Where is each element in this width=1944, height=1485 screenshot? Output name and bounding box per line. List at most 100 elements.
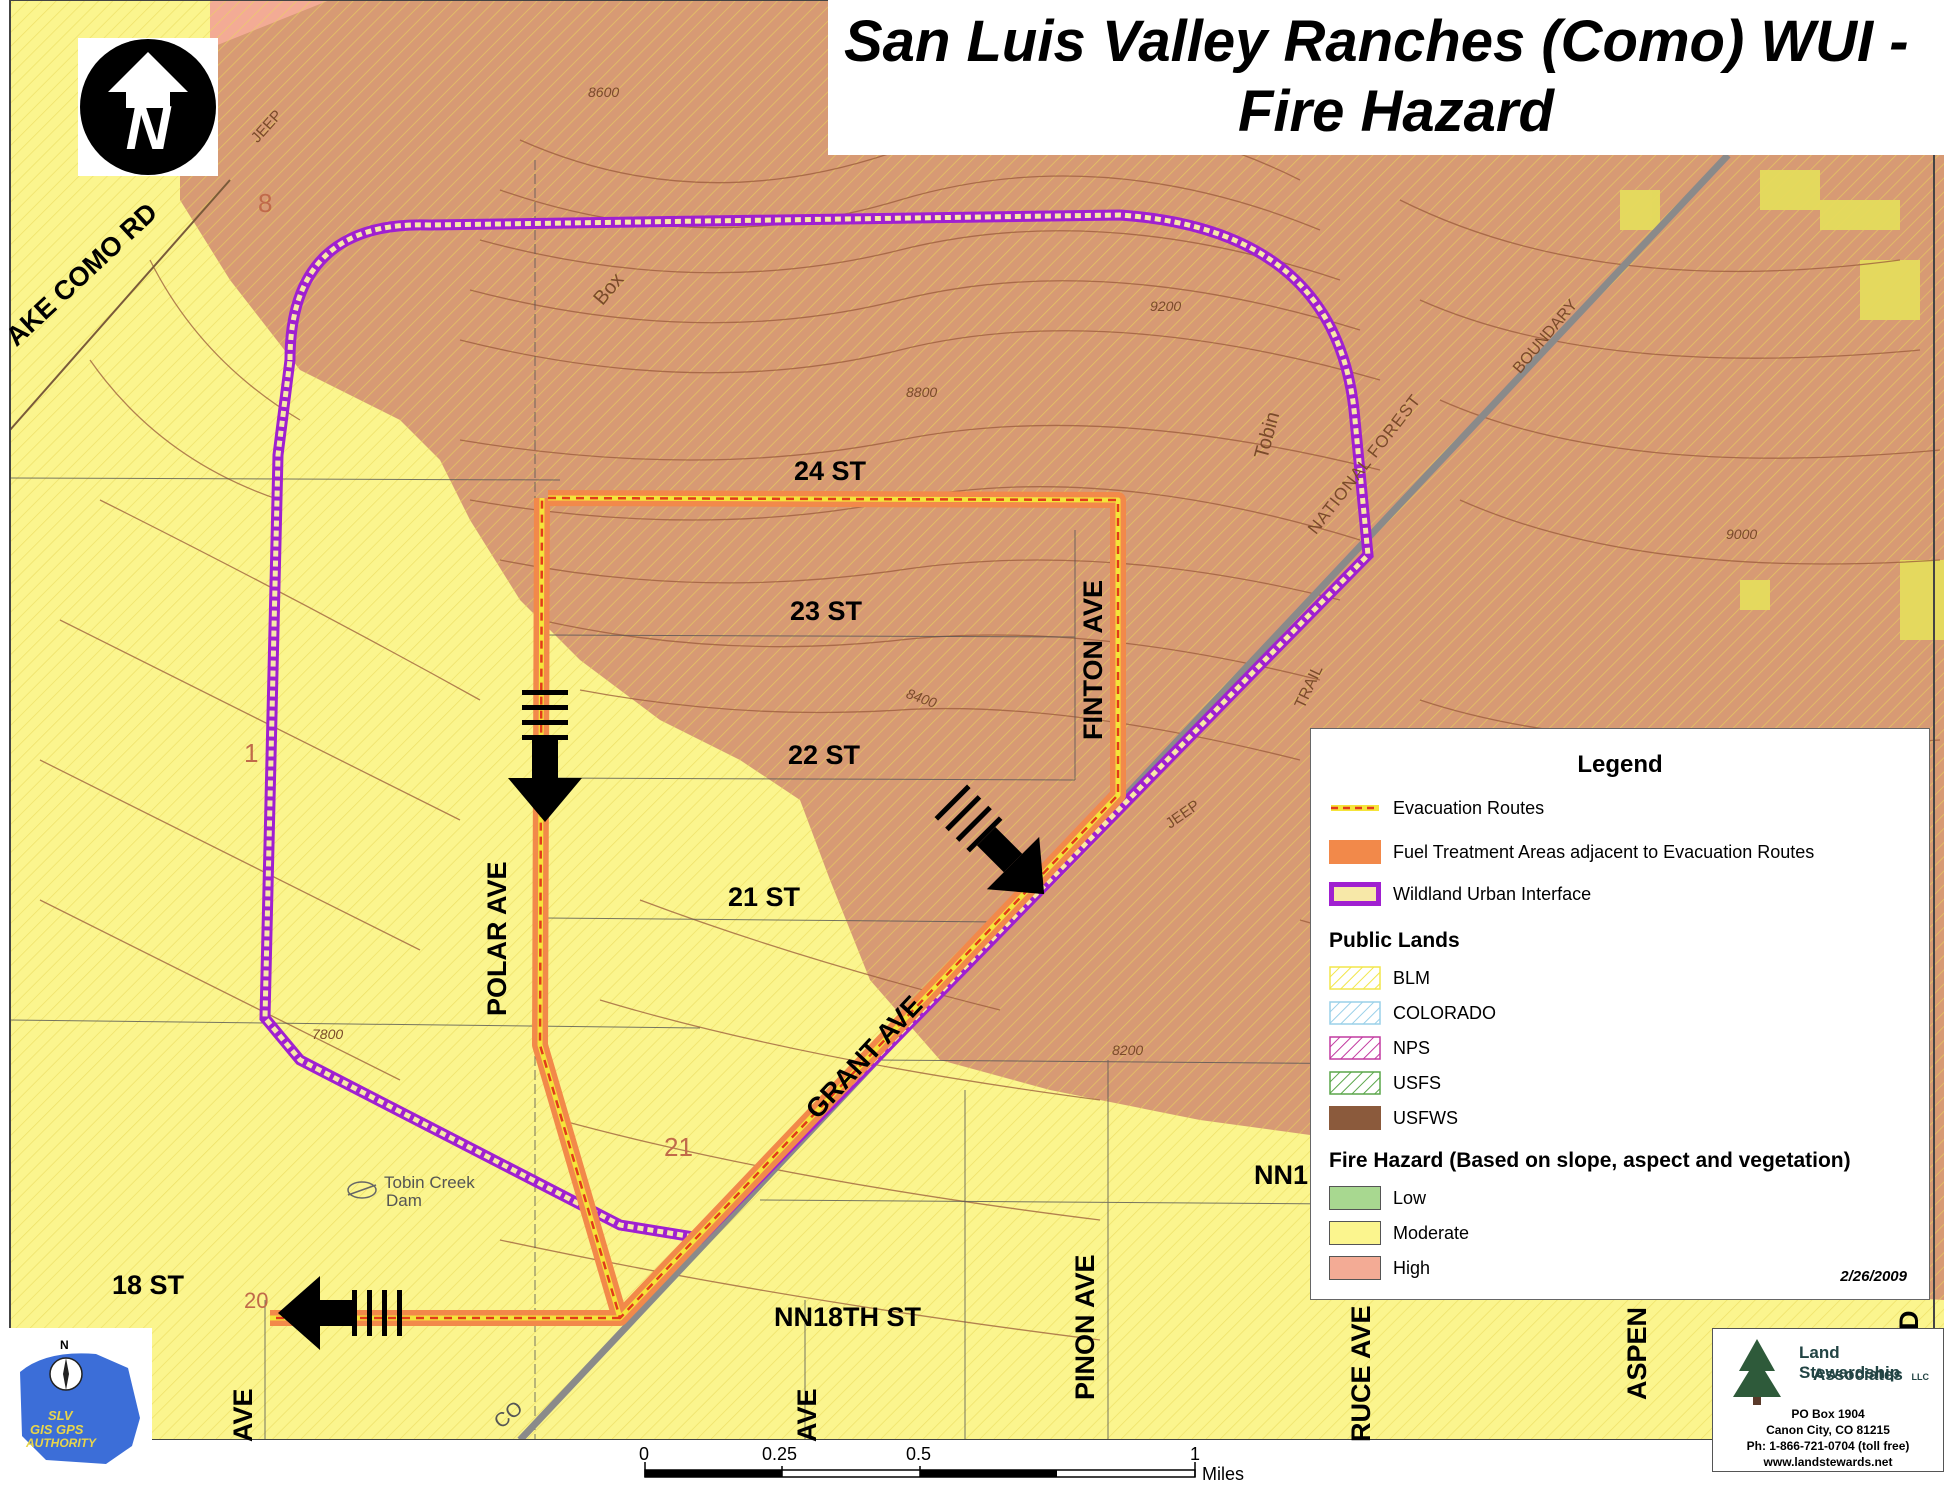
lsa-name-line1: Land Stewardship: [1799, 1343, 1901, 1382]
label-contour-9200: 9200: [1150, 298, 1182, 314]
legend-item-colorado: COLORADO: [1329, 1000, 1496, 1026]
nps-swatch: [1329, 1036, 1381, 1060]
scale-unit: Miles: [1202, 1464, 1245, 1484]
legend-public-lands-header: Public Lands: [1329, 929, 1460, 952]
logo-slv-gis-gps: N SLV GIS GPS AUTHORITY: [6, 1328, 152, 1474]
label-tobin-creek: Tobin Creek: [384, 1173, 475, 1192]
road-label-24st: 24 ST: [794, 456, 867, 486]
map-title-line1: San Luis Valley Ranches (Como) WUI -: [844, 9, 1909, 74]
road-label-21st: 21 ST: [728, 882, 801, 912]
road-label-pinon: PINON AVE: [1070, 1254, 1100, 1400]
map-title-line2: Fire Hazard: [1238, 79, 1554, 144]
slv-line3: AUTHORITY: [26, 1436, 96, 1450]
north-arrow-letter: N: [125, 94, 171, 163]
low-hazard-swatch: [1329, 1186, 1381, 1210]
legend-label-moderate: Moderate: [1393, 1222, 1470, 1243]
legend-item-blm: BLM: [1329, 965, 1430, 991]
label-section-8: 8: [258, 188, 273, 218]
label-tobin-creek-dam: Tobin Creek Dam: [384, 1174, 475, 1210]
legend-label-high: High: [1393, 1257, 1431, 1278]
lsa-address-3: Ph: 1-866-721-0704 (toll free): [1746, 1439, 1910, 1453]
label-contour-9000: 9000: [1726, 526, 1758, 542]
lsa-associates: Associates: [1813, 1365, 1903, 1384]
lake-como-road-line: [9, 179, 231, 431]
road-label-polar: POLAR AVE: [482, 861, 512, 1016]
road-label-ave-mid: AVE: [792, 1388, 822, 1442]
legend-panel: Legend Evacuation Routes Fuel Treatment …: [1310, 728, 1930, 1300]
scale-label-025: 0.25: [762, 1444, 798, 1464]
usfws-swatch: [1329, 1106, 1381, 1130]
colorado-swatch: [1329, 1001, 1381, 1025]
scale-bar: [644, 1462, 1196, 1478]
road-label-ruce: RUCE AVE: [1346, 1305, 1376, 1442]
label-contour-7800: 7800: [312, 1026, 344, 1042]
lsa-name-line2: Associates LLC: [1813, 1365, 1929, 1385]
logo-land-stewardship: Land Stewardship Associates LLC PO Box 1…: [1712, 1328, 1944, 1472]
slv-line1: SLV: [48, 1408, 73, 1423]
legend-label-wui: Wildland Urban Interface: [1393, 883, 1592, 904]
scale-label-0: 0: [639, 1444, 650, 1464]
legend-label-low: Low: [1393, 1187, 1427, 1208]
road-label-nn18th: NN18TH ST: [774, 1302, 922, 1332]
label-contour-8800: 8800: [906, 384, 938, 400]
road-label-22st: 22 ST: [788, 740, 861, 770]
legend-label-fuel: Fuel Treatment Areas adjacent to Evacuat…: [1393, 841, 1815, 862]
dam-symbol: [347, 1181, 377, 1199]
road-label-finton: FINTON AVE: [1078, 579, 1108, 740]
evacuation-routes-dash: [270, 496, 1120, 1320]
lsa-address-1: PO Box 1904: [1791, 1407, 1865, 1421]
title-box: San Luis Valley Ranches (Como) WUI - Fir…: [828, 0, 1944, 155]
wui-swatch: [1329, 882, 1381, 906]
legend-item-moderate: Moderate: [1329, 1220, 1469, 1246]
label-section-1: 1: [244, 738, 259, 768]
legend-item-high: High: [1329, 1255, 1430, 1281]
label-section-20: 20: [244, 1288, 269, 1313]
legend-label-blm: BLM: [1393, 967, 1431, 988]
label-dam: Dam: [386, 1191, 422, 1210]
high-hazard-swatch: [1329, 1256, 1381, 1280]
north-arrow: [78, 38, 218, 176]
wui-boundary-inner: [262, 212, 1371, 1241]
road-label-aspen: ASPEN: [1622, 1306, 1652, 1400]
evac-arrow-polar: [508, 690, 582, 822]
road-label-ave-left: AVE: [228, 1388, 258, 1442]
lsa-address-4: www.landstewards.net: [1763, 1455, 1893, 1469]
scale-label-05: 0.5: [906, 1444, 932, 1464]
legend-label-usfs: USFS: [1393, 1072, 1442, 1093]
label-section-21: 21: [664, 1132, 693, 1162]
slv-line2: GIS GPS: [30, 1422, 84, 1437]
road-label-nn1: NN1: [1254, 1160, 1309, 1190]
legend-item-evac-routes: Evacuation Routes: [1329, 795, 1544, 821]
lsa-address-2: Canon City, CO 81215: [1766, 1423, 1890, 1437]
usfs-swatch: [1329, 1071, 1381, 1095]
moderate-hazard-swatch: [1329, 1221, 1381, 1245]
blm-swatch: [1329, 966, 1381, 990]
road-label-18st: 18 ST: [112, 1270, 185, 1300]
legend-item-wui: Wildland Urban Interface: [1329, 881, 1591, 907]
road-label-23st: 23 ST: [790, 596, 863, 626]
label-contour-8600: 8600: [588, 84, 620, 100]
label-contour-8200: 8200: [1112, 1042, 1144, 1058]
fuel-treatment-swatch: [1329, 840, 1381, 864]
slv-compass-n: N: [60, 1338, 69, 1352]
legend-item-fuel-treatment: Fuel Treatment Areas adjacent to Evacuat…: [1329, 839, 1814, 865]
legend-date: 2/26/2009: [1840, 1268, 1907, 1285]
legend-item-usfws: USFWS: [1329, 1105, 1458, 1131]
scale-label-1: 1: [1190, 1444, 1201, 1464]
legend-label-usfws: USFWS: [1393, 1107, 1458, 1128]
legend-title: Legend: [1577, 751, 1663, 778]
legend-item-low: Low: [1329, 1185, 1426, 1211]
pine-tree-icon: [1733, 1339, 1781, 1405]
legend-item-nps: NPS: [1329, 1035, 1430, 1061]
legend-label-nps: NPS: [1393, 1037, 1431, 1058]
legend-label-evac: Evacuation Routes: [1393, 797, 1545, 818]
legend-fire-hazard-header: Fire Hazard (Based on slope, aspect and …: [1329, 1149, 1851, 1172]
slv-region-shape-icon: [20, 1353, 140, 1464]
lsa-llc: LLC: [1911, 1372, 1930, 1382]
legend-item-usfs: USFS: [1329, 1070, 1441, 1096]
legend-label-colorado: COLORADO: [1393, 1002, 1497, 1023]
contour-lines: [39, 120, 1941, 1341]
evac-arrow-18st: [278, 1276, 402, 1350]
evac-arrow-grant: [934, 784, 1045, 895]
evac-route-swatch: [1331, 805, 1379, 811]
